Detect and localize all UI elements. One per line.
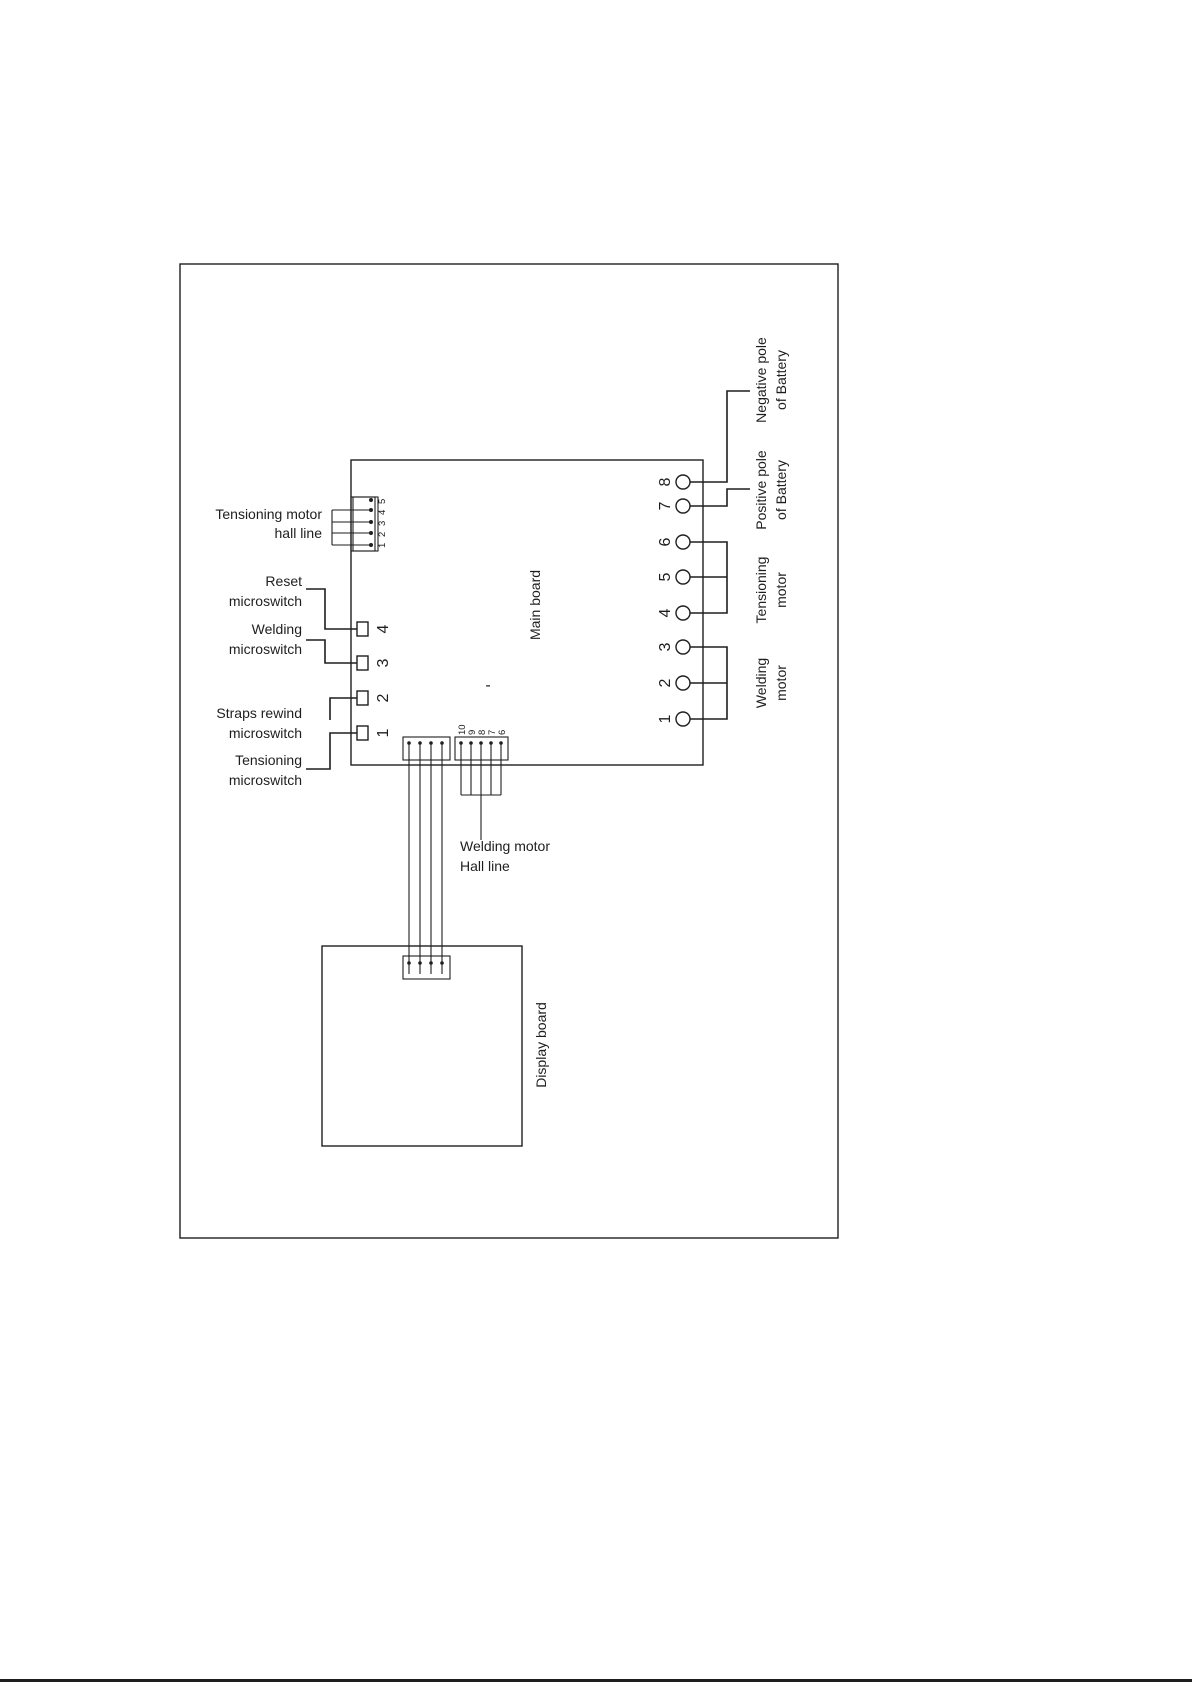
tensioning-motor-label-2: motor xyxy=(773,572,789,608)
terminal-label-8: 8 xyxy=(657,477,674,486)
terminal-label-4: 4 xyxy=(657,608,674,617)
welding-motor-label-1: Welding xyxy=(753,658,769,708)
terminal-label-6: 6 xyxy=(657,537,674,546)
tension-hall-pin-3: 3 xyxy=(377,521,388,526)
tension-hall-label-2: hall line xyxy=(275,525,323,541)
welding-sw-label-2: microswitch xyxy=(229,641,302,657)
terminal-label-2: 2 xyxy=(657,678,674,687)
terminal-circle-7 xyxy=(676,499,690,513)
tension-hall-pin-4: 4 xyxy=(377,510,388,515)
reset-label-2: microswitch xyxy=(229,593,302,609)
positive-pole-label-1: Positive pole xyxy=(753,450,769,530)
welding-sw-label-1: Welding xyxy=(252,621,302,637)
rewind-label-1: Straps rewind xyxy=(216,705,302,721)
tension-hall-pin-5: 5 xyxy=(377,499,388,504)
terminal-circle-3 xyxy=(676,640,690,654)
positive-pole-label-2: of Battery xyxy=(773,460,789,520)
terminal-pad-3 xyxy=(357,656,368,670)
terminal-label-5: 5 xyxy=(657,572,674,581)
terminal-label-3: 3 xyxy=(657,642,674,651)
negative-pole-label-1: Negative pole xyxy=(753,337,769,423)
terminal-num-1: 1 xyxy=(375,728,392,737)
tension-hall-pin-1: 1 xyxy=(377,543,388,548)
main-board-label: Main board xyxy=(527,570,543,640)
welding-hall-label-2: Hall line xyxy=(460,858,510,874)
terminal-circle-2 xyxy=(676,676,690,690)
terminal-num-3: 3 xyxy=(375,658,392,667)
terminal-pad-4 xyxy=(357,622,368,636)
tension-sw-label-1: Tensioning xyxy=(235,752,302,768)
terminal-pad-2 xyxy=(357,691,368,705)
tension-hall-pin-2: 2 xyxy=(377,532,388,537)
terminal-label-7: 7 xyxy=(657,501,674,510)
terminal-circle-5 xyxy=(676,570,690,584)
terminal-circle-1 xyxy=(676,712,690,726)
terminal-num-2: 2 xyxy=(375,693,392,702)
display-board xyxy=(322,946,522,1146)
terminal-label-1: 1 xyxy=(657,714,674,723)
page-bottom-rule xyxy=(0,1679,1192,1682)
terminal-circle-6 xyxy=(676,535,690,549)
welding-hall-label-1: Welding motor xyxy=(460,838,550,854)
terminal-num-4: 4 xyxy=(375,624,392,633)
negative-pole-label-2: of Battery xyxy=(773,350,789,410)
welding-hall-pin-6: 6 xyxy=(497,730,508,735)
tension-sw-label-2: microswitch xyxy=(229,772,302,788)
display-board-label: Display board xyxy=(533,1002,549,1088)
rewind-label-2: microswitch xyxy=(229,725,302,741)
terminal-circle-4 xyxy=(676,606,690,620)
terminal-circle-8 xyxy=(676,475,690,489)
tension-hall-label-1: Tensioning motor xyxy=(215,506,322,522)
center-mark: - xyxy=(485,677,490,694)
tensioning-motor-label-1: Tensioning xyxy=(753,557,769,624)
terminal-pad-1 xyxy=(357,726,368,740)
reset-label-1: Reset xyxy=(265,573,302,589)
welding-motor-label-2: motor xyxy=(773,665,789,701)
